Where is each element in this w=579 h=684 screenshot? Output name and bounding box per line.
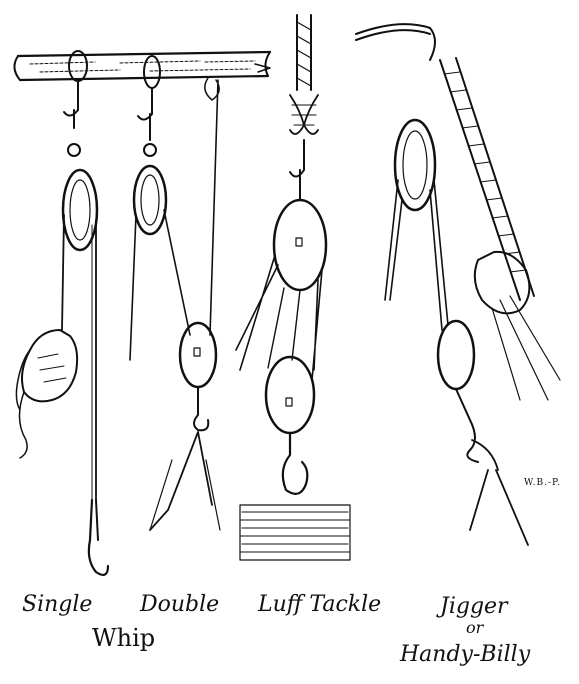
jigger bbox=[356, 24, 560, 545]
caption-whip: Whip bbox=[92, 624, 155, 652]
caption-handy-billy: Handy-Billy bbox=[400, 642, 530, 667]
luff-tackle bbox=[236, 15, 350, 560]
caption-single: Single bbox=[22, 592, 92, 617]
spar bbox=[14, 52, 270, 80]
signature: W.B.-P. bbox=[524, 478, 561, 488]
caption-or: or bbox=[466, 618, 483, 637]
caption-double: Double bbox=[140, 592, 219, 617]
caption-luff-tackle: Luff Tackle bbox=[258, 592, 381, 617]
caption-jigger: Jigger bbox=[440, 594, 508, 619]
double-whip bbox=[130, 56, 220, 530]
single-whip bbox=[16, 51, 108, 575]
